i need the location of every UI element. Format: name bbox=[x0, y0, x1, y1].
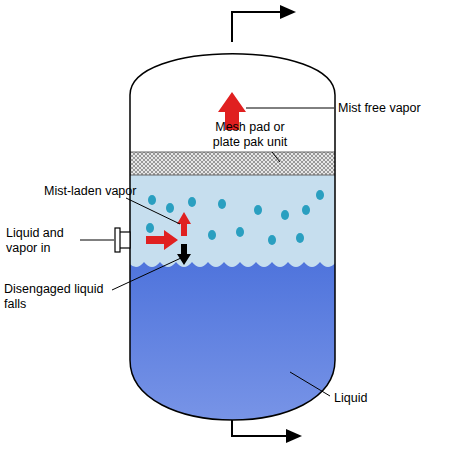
mist-label: Mist-laden vapor bbox=[44, 184, 174, 199]
inlet-label: Liquid and vapor in bbox=[6, 226, 82, 256]
mesh-pad-label: Mesh pad or plate pak unit bbox=[202, 120, 298, 150]
falling-liquid-label: Disengaged liquid falls bbox=[4, 282, 112, 312]
liquid-label: Liquid bbox=[334, 391, 414, 406]
outlet-label: Mist free vapor bbox=[338, 101, 458, 116]
